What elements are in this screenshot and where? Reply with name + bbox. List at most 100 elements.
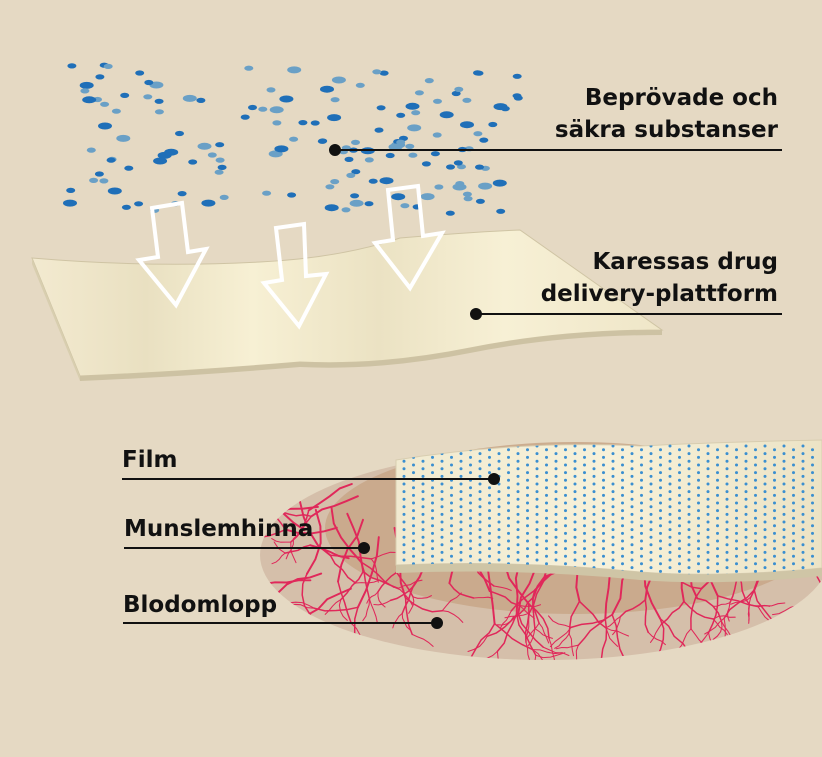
film-dot xyxy=(611,520,615,524)
film-dot xyxy=(640,478,643,482)
film-dot xyxy=(402,512,406,516)
film-dot xyxy=(602,478,605,482)
film-dot xyxy=(459,505,463,509)
film-dot xyxy=(440,452,444,456)
film-dot xyxy=(431,493,434,497)
film-dot xyxy=(602,547,605,551)
particle xyxy=(66,187,76,193)
blood-vessel xyxy=(290,515,313,543)
blood-vessel xyxy=(338,599,348,621)
film-dot xyxy=(716,524,719,528)
film-dot xyxy=(668,490,672,494)
particle xyxy=(512,73,522,79)
film-dot xyxy=(792,562,795,566)
film-dot xyxy=(630,520,634,524)
film-dot xyxy=(659,493,662,497)
film-dot xyxy=(421,543,425,547)
particle xyxy=(215,142,225,148)
film-dot xyxy=(516,550,520,554)
film-dot xyxy=(716,569,719,573)
particle xyxy=(177,191,187,197)
particle xyxy=(274,145,289,153)
film-dot xyxy=(469,463,472,467)
blood-vessel xyxy=(260,454,282,464)
absorption-arrows xyxy=(135,183,446,330)
film-dot xyxy=(611,497,615,501)
film-dot xyxy=(678,554,681,558)
film-dot xyxy=(573,543,577,547)
film-dot xyxy=(402,490,406,494)
film-dot xyxy=(687,512,691,516)
blood-vessel xyxy=(231,479,235,499)
film-dot xyxy=(545,554,548,558)
film-dot xyxy=(488,463,491,467)
particle xyxy=(355,82,365,88)
film-dot xyxy=(630,497,634,501)
film-dot xyxy=(687,528,691,532)
film-dot xyxy=(611,528,615,532)
blood-vessel xyxy=(284,526,338,535)
film-dot xyxy=(782,550,786,554)
film-dot xyxy=(697,493,700,497)
film-dot xyxy=(545,471,548,475)
film-dot xyxy=(421,550,425,554)
film-dot xyxy=(744,528,748,532)
film-dot xyxy=(564,486,567,490)
film-dot xyxy=(668,459,672,463)
film-dot xyxy=(649,543,653,547)
film-dot xyxy=(573,474,577,478)
film-dot xyxy=(678,524,681,528)
particle xyxy=(164,148,179,156)
film-dot xyxy=(735,569,738,573)
film-dot xyxy=(507,501,510,505)
particle xyxy=(478,182,493,190)
film-dot xyxy=(659,501,662,505)
blood-vessel xyxy=(534,628,553,639)
film-dot xyxy=(697,448,700,452)
blood-vessel xyxy=(310,495,359,518)
film-dot xyxy=(754,547,757,551)
film-dot xyxy=(630,467,634,471)
blood-vessel xyxy=(568,633,575,657)
film-dot xyxy=(564,531,567,535)
film-dot xyxy=(678,539,681,543)
film-dot xyxy=(402,459,406,463)
film-dot xyxy=(649,535,653,539)
particle xyxy=(95,74,105,80)
film-dot xyxy=(744,543,748,547)
film-dot xyxy=(545,547,548,551)
blood-vessel xyxy=(288,601,315,609)
blood-vessel xyxy=(748,596,752,621)
particle xyxy=(344,156,354,162)
film-dot xyxy=(611,459,615,463)
film-dot xyxy=(735,509,738,513)
film-dot xyxy=(431,463,434,467)
film-dot xyxy=(535,528,539,532)
film-dot xyxy=(649,558,653,562)
film-dot xyxy=(440,497,444,501)
blood-vessel xyxy=(771,605,798,616)
particle xyxy=(94,171,104,177)
film-dot xyxy=(488,531,491,535)
blood-vessel xyxy=(549,626,572,648)
film-dot xyxy=(431,471,434,475)
blood-vessel xyxy=(273,643,295,647)
blood-vessel xyxy=(401,585,414,615)
blood-vessel xyxy=(467,635,488,653)
blood-vessel xyxy=(527,628,536,647)
blood-vessel xyxy=(260,486,271,504)
film-dot xyxy=(478,444,482,448)
film-dot xyxy=(754,486,757,490)
label-platform-line1: Karessas drug xyxy=(592,249,778,275)
film-dot xyxy=(659,562,662,566)
particle xyxy=(175,130,184,137)
blood-vessel xyxy=(547,615,572,628)
film-dot xyxy=(611,490,615,494)
film-dot xyxy=(630,558,634,562)
film-dot xyxy=(602,562,605,566)
film-dot xyxy=(497,497,501,501)
film-dot xyxy=(706,459,710,463)
film-dot xyxy=(497,543,501,547)
film-dot xyxy=(583,539,586,543)
